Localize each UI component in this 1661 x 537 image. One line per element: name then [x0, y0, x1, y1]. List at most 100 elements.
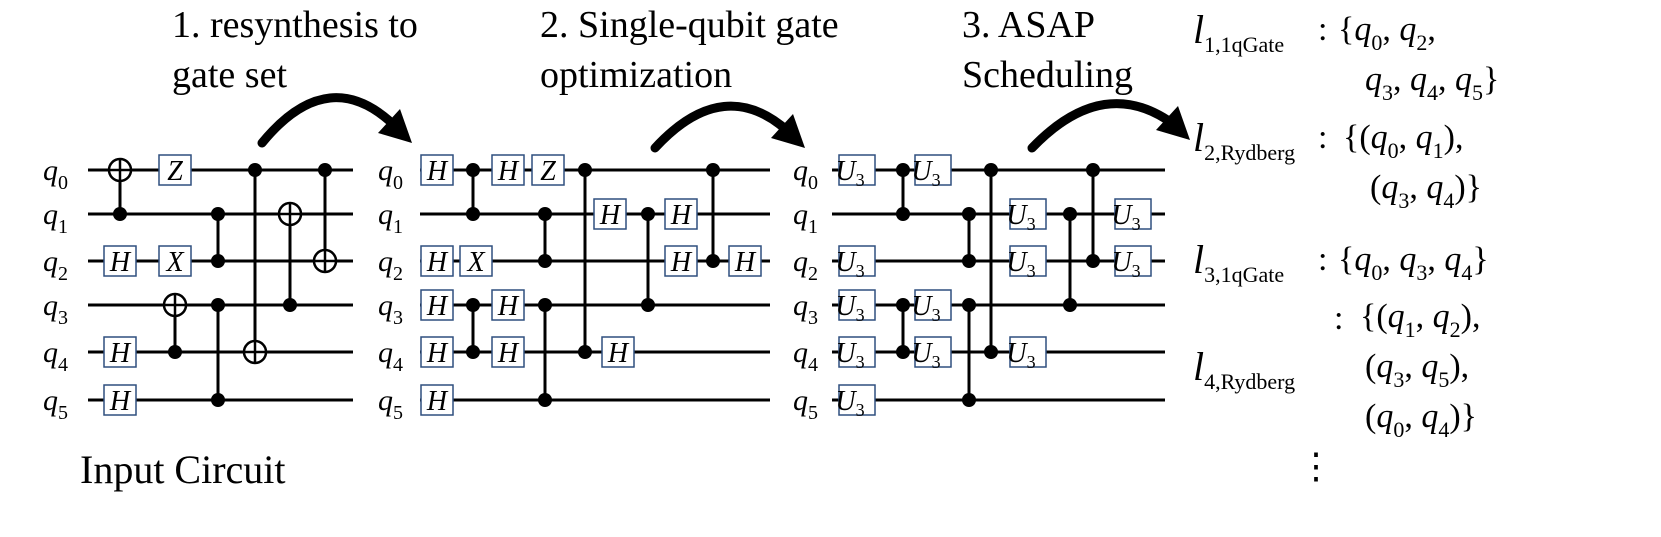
- gate-resynth-15-label: H: [599, 200, 622, 231]
- gate-optimized-16-dot-b: [1063, 298, 1077, 312]
- qubit-label-resynth-q4-index: 4: [393, 354, 403, 376]
- gate-resynth-4: [420, 384, 454, 416]
- gate-optimized-1: [838, 245, 876, 277]
- gate-optimized-15-sub: 3: [1027, 352, 1036, 372]
- qubit-label-optimized-q1: q1: [793, 198, 818, 238]
- gate-optimized-6-dot-b: [896, 345, 910, 359]
- gate-input-3-label: H: [109, 386, 132, 417]
- qubit-label-resynth-q2: q2: [378, 245, 403, 285]
- gate-input-5: [158, 245, 192, 277]
- gate-optimized-2: [838, 289, 876, 321]
- gate-resynth-3-label: H: [426, 338, 449, 369]
- gate-resynth-19-label: H: [670, 247, 693, 278]
- qubit-label-input-q0: q0: [43, 154, 68, 194]
- layer-2-colon: :: [1318, 119, 1328, 156]
- qubit-label-input-q2-index: 2: [58, 263, 68, 285]
- gate-optimized-7: [914, 154, 952, 186]
- gate-optimized-10-dot-a: [962, 207, 976, 221]
- qubit-label-optimized-q0-index: 0: [808, 172, 818, 194]
- gate-optimized-2-sub: 3: [856, 305, 865, 325]
- gate-resynth-12-dot-b: [538, 254, 552, 268]
- step2-title-line2: optimization: [540, 54, 733, 96]
- qubit-label-input-q5: q5: [43, 384, 68, 424]
- gate-optimized-14-sub: 3: [1027, 261, 1036, 281]
- qubit-label-input-q4: q4: [43, 336, 68, 376]
- qubit-label-optimized-q2-index: 2: [808, 263, 818, 285]
- input-circuit-caption: Input Circuit: [80, 447, 286, 492]
- gate-resynth-21: [728, 245, 762, 277]
- layer-1-set-line-1: {q0, q2,: [1338, 11, 1436, 55]
- gate-resynth-19: [664, 245, 698, 277]
- qubit-label-resynth-q1: q1: [378, 198, 403, 238]
- qubit-label-optimized-q1-index: 1: [808, 216, 818, 238]
- step2-title-line1: 2. Single-qubit gate: [540, 4, 839, 46]
- gate-resynth-8: [459, 245, 493, 277]
- gate-input-9-control: [248, 163, 262, 177]
- layer-2-set-line-2: (q3, q4)}: [1370, 169, 1482, 213]
- gate-input-8-dot-a: [211, 298, 225, 312]
- qubit-label-optimized-q5-index: 5: [808, 402, 818, 424]
- qubit-label-input-q3-index: 3: [58, 307, 68, 329]
- gate-resynth-9-label: H: [497, 291, 520, 322]
- gate-optimized-18-sub: 3: [1132, 214, 1141, 234]
- gate-optimized-13: [1009, 198, 1047, 230]
- gate-input-4-label: Z: [167, 156, 183, 187]
- qubit-label-input-q1-index: 1: [58, 216, 68, 238]
- continuation-dots: ⋮: [1298, 446, 1334, 486]
- qubit-label-optimized-q5: q5: [793, 384, 818, 424]
- qubit-label-resynth-q3-index: 3: [393, 307, 403, 329]
- layer-3-colon: :: [1318, 241, 1328, 278]
- gate-input-3: [103, 384, 137, 416]
- gate-optimized-3-sub: 3: [856, 352, 865, 372]
- transition-arrows: [257, 93, 1190, 153]
- gate-resynth-9: [491, 289, 525, 321]
- gate-resynth-12-dot-a: [538, 207, 552, 221]
- qubit-label-optimized-q3-index: 3: [808, 307, 818, 329]
- qubit-label-resynth-q0-index: 0: [393, 172, 403, 194]
- gate-optimized-9: [914, 336, 952, 368]
- gate-resynth-5-dot-b: [466, 207, 480, 221]
- layer-2-set-line-1: {(q0, q1),: [1343, 119, 1464, 163]
- gate-optimized-1-sub: 3: [856, 261, 865, 281]
- gate-resynth-3: [420, 336, 454, 368]
- gate-resynth-4-label: H: [426, 386, 449, 417]
- gate-resynth-2: [420, 289, 454, 321]
- layer-4-set-line-3: (q0, q4)}: [1365, 398, 1477, 442]
- gate-optimized-9-sub: 3: [932, 352, 941, 372]
- step1-title: 1. resynthesis to gate set: [172, 0, 418, 100]
- arrow-step3: [1027, 99, 1181, 153]
- gate-input-1: [103, 245, 137, 277]
- gate-resynth-16: [601, 336, 635, 368]
- gate-optimized-0: [838, 154, 876, 186]
- gate-resynth-7-label: H: [497, 156, 520, 187]
- gate-resynth-0-label: H: [426, 156, 449, 187]
- qubit-label-input-q0-index: 0: [58, 172, 68, 194]
- qubit-label-input-q3: q3: [43, 289, 68, 329]
- step3-title-line1: 3. ASAP: [962, 4, 1096, 46]
- arrow-step1-head: [378, 109, 412, 143]
- gate-input-4: [158, 154, 192, 186]
- gate-resynth-18: [664, 198, 698, 230]
- layer-4-colon: :: [1334, 300, 1344, 337]
- gate-resynth-10-label: H: [497, 338, 520, 369]
- gate-input-5-label: X: [165, 247, 184, 278]
- gate-optimized-18: [1114, 198, 1152, 230]
- gate-optimized-14: [1009, 245, 1047, 277]
- gate-resynth-14-dot-a: [578, 163, 592, 177]
- step1-title-line1: 1. resynthesis to: [172, 4, 418, 46]
- gate-input-7-dot-b: [211, 254, 225, 268]
- gate-optimized-7-label: U3: [911, 156, 940, 190]
- gate-resynth-14-dot-b: [578, 345, 592, 359]
- layer-4-symbol: l4,Rydberg: [1193, 344, 1296, 395]
- layer-2-symbol: l2,Rydberg: [1193, 115, 1296, 166]
- gate-optimized-6-dot-a: [896, 298, 910, 312]
- qubit-label-optimized-q4: q4: [793, 336, 818, 376]
- layer-1-set-line-2: q3, q4, q5}: [1365, 61, 1500, 105]
- gate-optimized-17-dot-a: [1086, 163, 1100, 177]
- arrow-step2-head: [771, 114, 805, 148]
- layer-1-symbol: l1,1qGate: [1193, 7, 1285, 58]
- qubit-label-optimized-q2: q2: [793, 245, 818, 285]
- gate-optimized-11-dot-a: [962, 298, 976, 312]
